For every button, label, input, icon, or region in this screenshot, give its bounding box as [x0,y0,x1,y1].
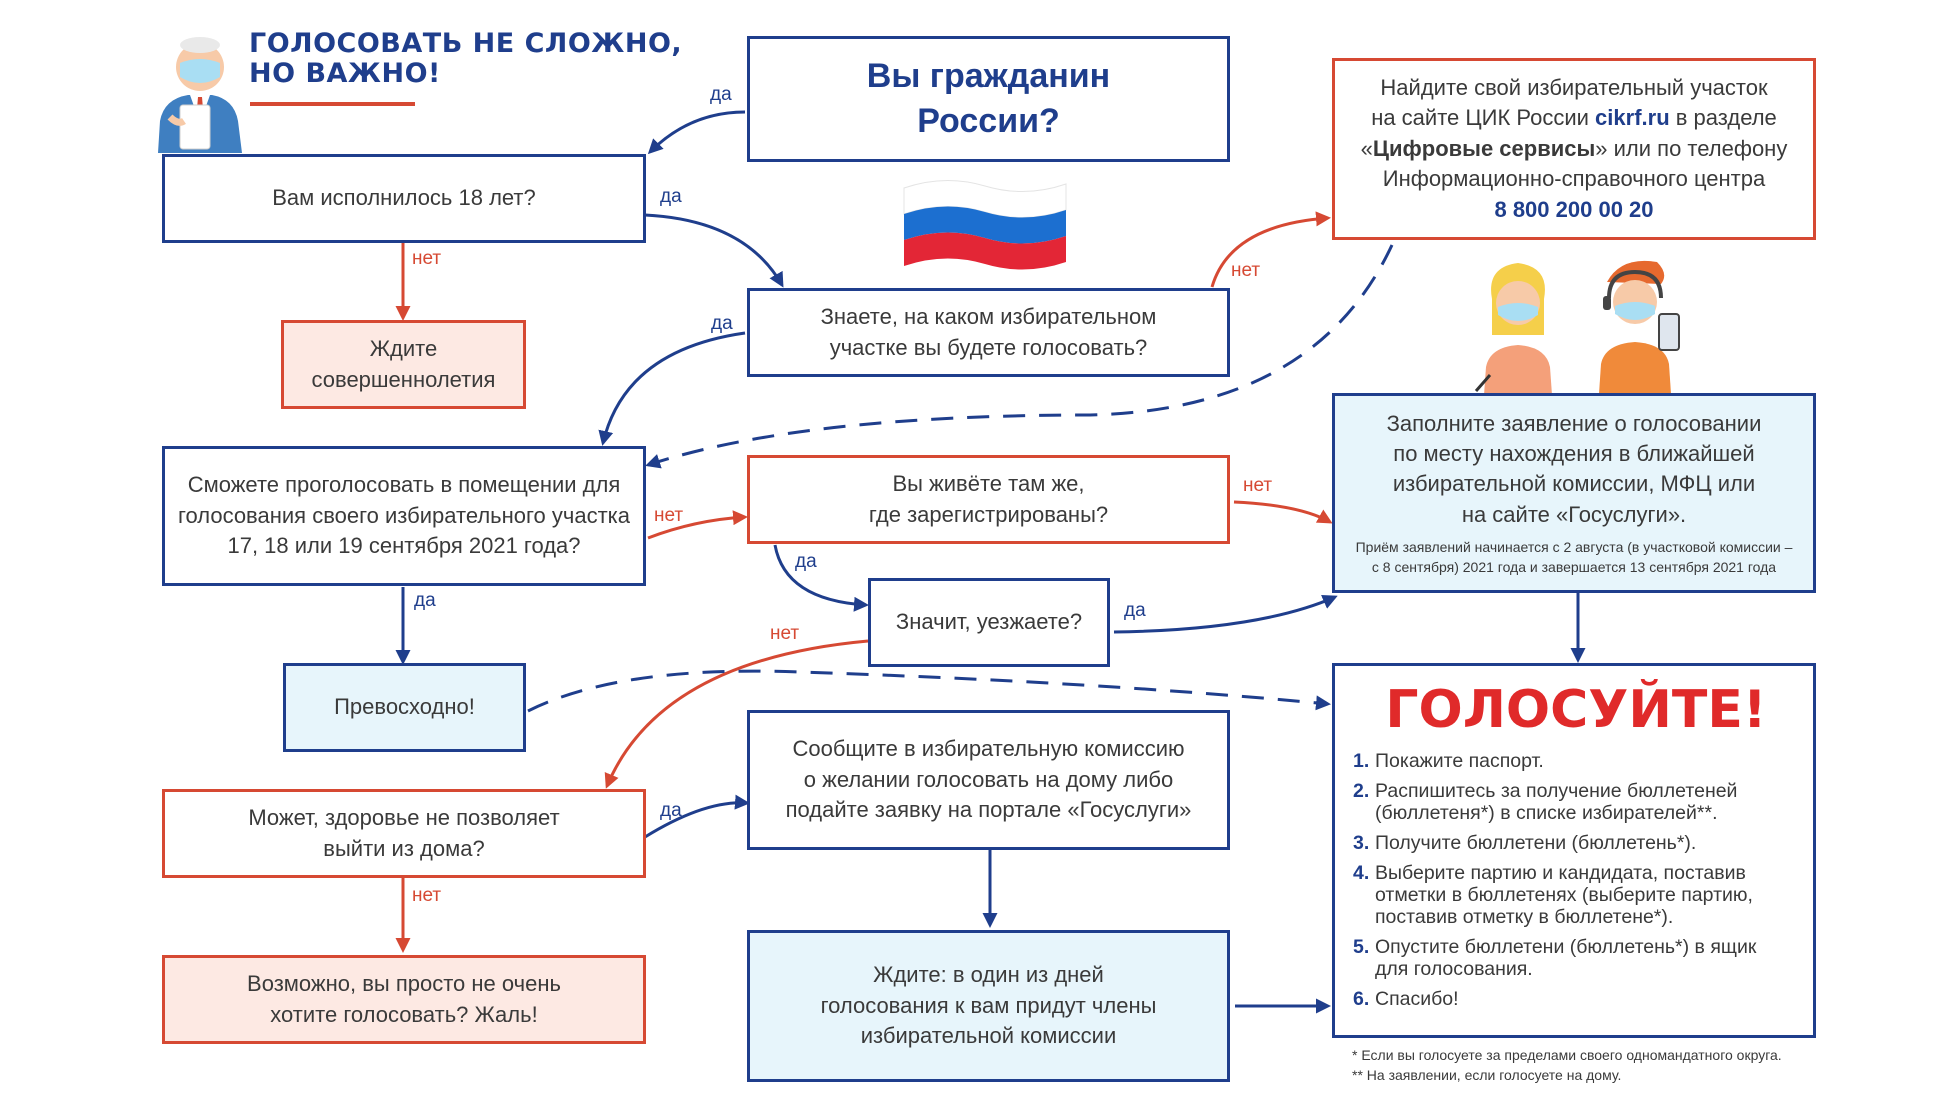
box-line: на сайте «Госуслуги». [1461,501,1687,527]
box-line: «Цифровые сервисы» или по телефону [1360,135,1788,161]
box-line: Возможно, вы просто не очень [247,971,561,997]
step-item: 1.Покажите паспорт. [1353,750,1544,772]
question-leaving: Значит, уезжаете? [868,578,1110,667]
election-official-icon [158,37,242,153]
note-line: Приём заявлений начинается с 2 августа (… [1355,539,1793,556]
box-line: Вам исполнилось 18 лет? [272,185,536,211]
question-health: Может, здоровье не позволяет выйти из до… [162,789,646,878]
section-name: Цифровые сервисы [1372,135,1596,161]
dashed-excellent-to-vote [527,669,1331,713]
result-wait-adulthood: Ждите совершеннолетия [281,320,526,409]
call-center-woman-icon [1474,263,1552,395]
vote-instructions: ГОЛОСУЙТЕ! 1.Покажите паспорт. 2.Распиши… [1332,663,1816,1038]
box-line: Превосходно! [334,694,475,720]
question-age-18: Вам исполнилось 18 лет? [162,154,646,243]
box-line: Заполните заявление о голосовании [1386,410,1762,436]
arrow-health-to-notify [644,794,750,839]
result-wait-members: Ждите: в один из дней голосования к вам … [747,930,1230,1082]
footnote: * Если вы голосуете за пределами своего … [1352,1047,1782,1063]
call-center-man-icon [1599,260,1680,394]
arrow-know-to-can [598,331,746,446]
question-citizen: Вы гражданин России? [747,36,1230,162]
headline-underline [250,102,415,106]
label-no: нет [770,623,800,644]
site-link[interactable]: cikrf.ru [1595,105,1670,131]
box-line: России? [917,102,1060,140]
arrow-live-to-fill [1233,500,1333,524]
box-line: где зарегистрированы? [868,501,1109,527]
box-line: Может, здоровье не позволяет [248,805,560,831]
box-line: Сможете проголосовать в помещении для [187,472,621,498]
step-item: 3.Получите бюллетени (бюллетень*). [1353,832,1697,855]
label-yes: да [660,800,682,821]
headline-line: ГОЛОСОВАТЬ НЕ СЛОЖНО, [249,28,683,59]
russian-flag-icon [903,180,1067,270]
step-item: 2.Распишитесь за получение бюллетеней(бю… [1353,780,1738,825]
arrow-live-to-leaving [773,544,869,612]
box-line: Вы живёте там же, [892,471,1085,497]
action-fill-application: Заполните заявление о голосовании по мес… [1332,393,1816,593]
box-line: Значит, уезжаете? [895,609,1083,635]
vote-steps: 1.Покажите паспорт. 2.Распишитесь за пол… [1353,750,1799,1018]
box-line: участке вы будете голосовать? [829,334,1148,360]
headline: ГОЛОСОВАТЬ НЕ СЛОЖНО, НО ВАЖНО! [249,29,682,88]
arrow-leaving-to-fill [1113,594,1338,634]
box-line: голосования к вам придут члены [820,992,1157,1018]
box-line: выйти из дома? [323,835,485,861]
label-yes: да [711,313,733,334]
box-line: избирательной комиссии [860,1023,1117,1049]
label-no: нет [412,248,442,269]
box-line: Найдите свой избирательный участок [1380,75,1768,101]
box-line: о желании голосовать на дому либо [803,766,1174,792]
question-live-same: Вы живёте там же, где зарегистрированы? [747,455,1230,544]
headline-line: НО ВАЖНО! [249,57,441,89]
result-excellent: Превосходно! [283,663,526,752]
action-notify-commission: Сообщите в избирательную комиссию о жела… [747,710,1230,850]
box-line: 17, 18 или 19 сентября 2021 года? [227,533,581,559]
step-item: 5.Опустите бюллетени (бюллетень*) в ящик… [1353,936,1757,981]
box-line: Информационно-справочного центра [1382,166,1766,192]
info-find-station: Найдите свой избирательный участок на са… [1332,58,1816,240]
arrow-can-to-live [647,510,748,540]
label-no: нет [1243,475,1273,496]
box-line: на сайте ЦИК России cikrf.ru в разделе [1371,105,1777,131]
label-yes: да [1124,600,1146,621]
label-no: нет [654,505,684,526]
label-yes: да [414,590,436,611]
result-dont-want: Возможно, вы просто не очень хотите голо… [162,955,646,1044]
box-line: Вы гражданин [866,57,1111,96]
label-no: нет [1231,260,1261,281]
question-can-vote-station: Сможете проголосовать в помещении для го… [162,446,646,586]
dashed-find-to-can [645,244,1394,469]
box-line: по месту нахождения в ближайшей [1393,441,1755,467]
box-line: голосования своего избирательного участк… [177,502,631,528]
label-yes: да [710,84,732,105]
question-know-station: Знаете, на каком избирательном участке в… [747,288,1230,377]
arrow-age-to-know [644,213,784,288]
footnotes: * Если вы голосуете за пределами своего … [1352,1045,1782,1086]
arrow-leaving-to-health [604,639,869,789]
step-item: 6.Спасибо! [1353,988,1459,1011]
box-line: избирательной комиссии, МФЦ или [1392,471,1756,497]
label-yes: да [660,186,682,207]
box-line: подайте заявку на портале «Госуслуги» [785,797,1192,823]
box-line: Ждите [369,336,438,362]
box-line: Сообщите в избирательную комиссию [792,736,1185,762]
box-line: совершеннолетия [311,366,496,392]
label-yes: да [795,551,817,572]
label-no: нет [412,885,442,906]
arrow-citizen-to-age [647,110,746,155]
arrow-know-to-find [1210,211,1331,288]
phone-number[interactable]: 8 800 200 00 20 [1494,196,1654,222]
box-line: Знаете, на каком избирательном [820,304,1157,330]
box-line: хотите голосовать? Жаль! [270,1001,538,1027]
footnote: ** На заявлении, если голосуете на дому. [1352,1067,1622,1084]
box-line: Ждите: в один из дней [873,962,1104,988]
vote-title: ГОЛОСУЙТЕ! [1385,680,1767,740]
application-note: Приём заявлений начинается с 2 августа (… [1356,538,1793,577]
note-line: с 8 сентября) 2021 года и завершается 13… [1371,558,1777,575]
